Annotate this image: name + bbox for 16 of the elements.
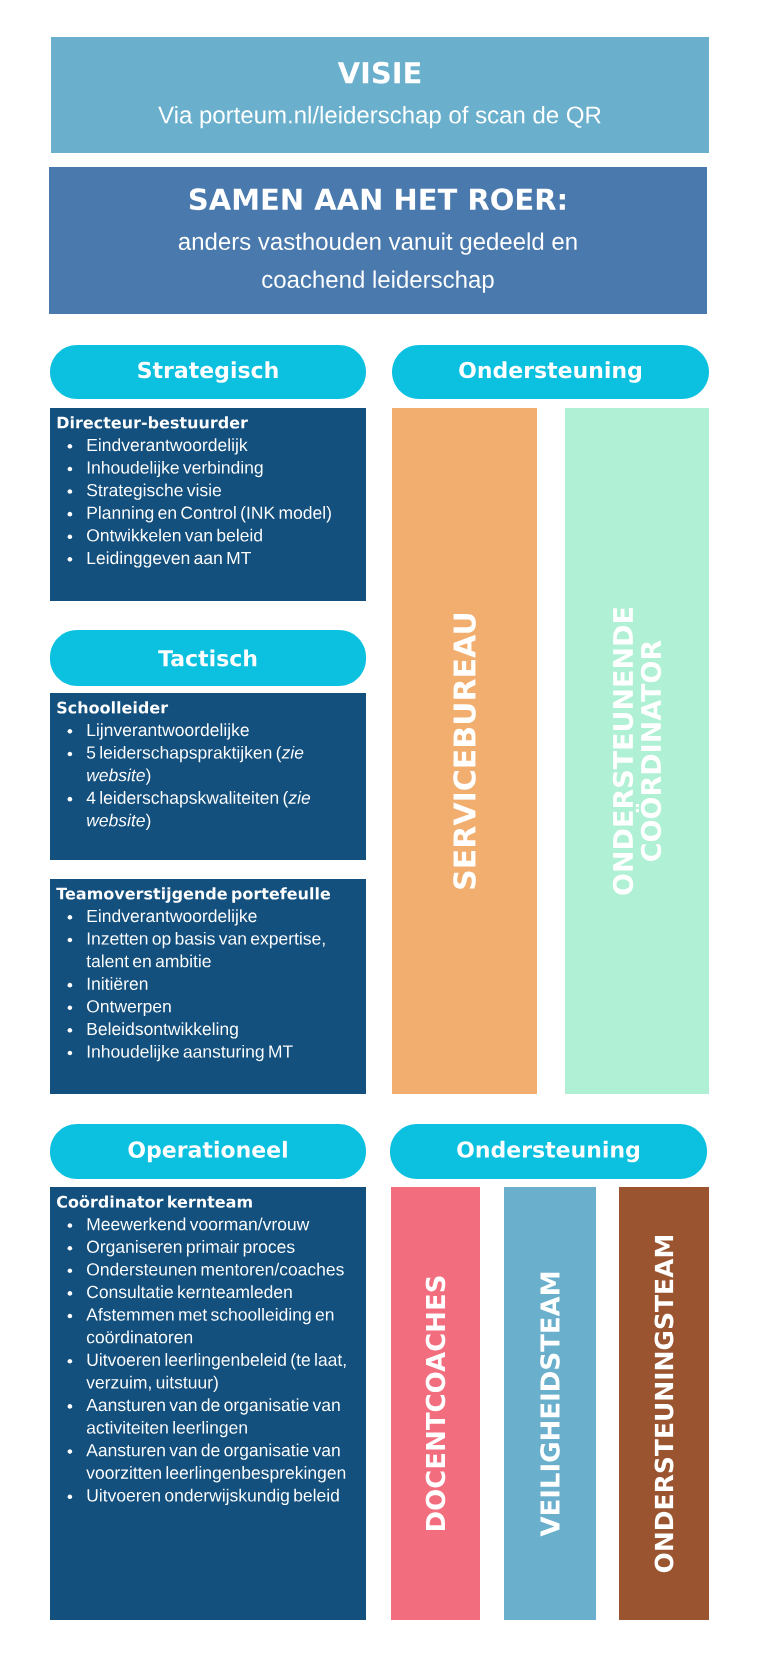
section-pill: Ondersteuning: [390, 1124, 707, 1179]
team-bar: VEILIGHEIDSTEAM: [504, 1187, 596, 1620]
role-box: Schoolleider Lijnverantwoordelijke 5 leiderschapspraktijken (zie website) 4 leiderschapskwaliteiten (zie website): [50, 693, 366, 860]
header-banner: VISIE Via porteum.nl/leiderschap of scan de QR: [51, 37, 709, 153]
role-box: Coördinator kernteam Meewerkend voorman/vrouw Organiseren primair proces Ondersteunen mentoren/coaches Consultatie kernteamleden Afstemmen met schoolleiding en coördinatoren Uitvoeren leerlingenbeleid (te laat, verzuim, uitstuur) Aansturen van de organisatie van activiteiten leerlingen Aansturen van de organisatie van voorzitten leerlingenbesprekingen Uitvoeren onderwijskundig beleid: [50, 1187, 366, 1620]
section-pill: Tactisch: [50, 630, 366, 686]
section-pill: Ondersteuning: [392, 345, 709, 399]
role-box: Directeur-bestuurder Eindverantwoordelijk Inhoudelijke verbinding Strategische visie Planning en Control (INK model) Ontwikkelen van beleid Leidinggeven aan MT: [50, 408, 366, 601]
section-pill: Strategisch: [50, 345, 366, 399]
section-pill: Operationeel: [50, 1124, 366, 1179]
header-banner: SAMEN AAN HET ROER: anders vasthouden vanuit gedeeld en coachend leiderschap: [49, 167, 707, 314]
team-bar: DOCENTCOACHES: [391, 1187, 480, 1620]
team-bar: ONDERSTEUNENDE COÖRDINATOR: [565, 408, 709, 1094]
team-bar: ONDERSTEUNINGSTEAM: [619, 1187, 709, 1620]
team-bar: SERVICEBUREAU: [392, 408, 537, 1094]
role-box: Teamoverstijgende portefeulle Eindverantwoordelijke Inzetten op basis van expertise, talent en ambitie Initiëren Ontwerpen Beleidsontwikkeling Inhoudelijke aansturing MT: [50, 879, 366, 1094]
